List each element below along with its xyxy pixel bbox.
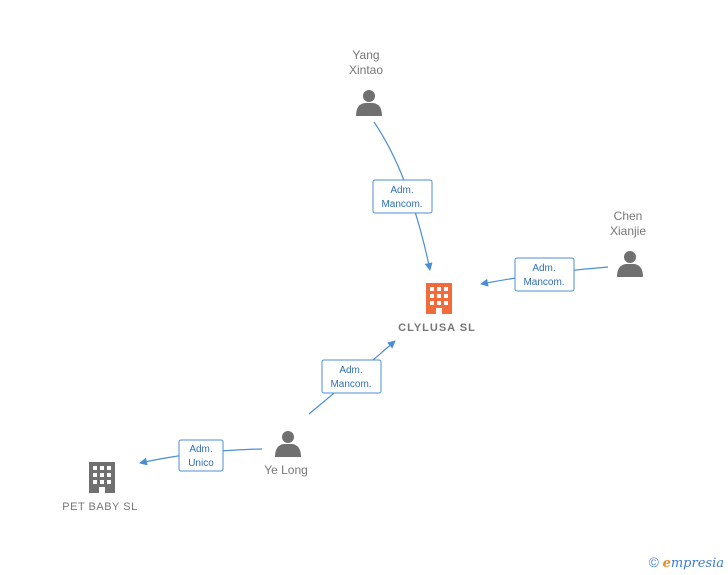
- person-icon: [617, 251, 643, 277]
- edge-label-yang-clylusa[interactable]: Adm. Mancom.: [372, 179, 433, 214]
- person-name-line1: Chen: [614, 209, 643, 223]
- company-name: CLYLUSA SL: [398, 322, 476, 334]
- company-name: PET BABY SL: [62, 501, 137, 513]
- brand-logo[interactable]: empresia: [662, 556, 724, 571]
- building-icon: [89, 462, 115, 493]
- building-icon: [426, 283, 452, 314]
- person-name: Ye Long: [264, 463, 308, 477]
- edge-label-line1: Adm.: [532, 263, 555, 274]
- edge-label-line2: Mancom.: [330, 379, 371, 390]
- edge-label-line1: Adm.: [339, 365, 362, 376]
- person-node-yang-xintao[interactable]: Yang Xintao: [349, 48, 383, 116]
- person-name-line2: Xianjie: [610, 224, 646, 238]
- person-node-ye-long[interactable]: Ye Long: [264, 431, 308, 477]
- edge-label-ye-clylusa[interactable]: Adm. Mancom.: [321, 359, 382, 394]
- edge-label-chen-clylusa[interactable]: Adm. Mancom.: [514, 257, 575, 292]
- company-node-clylusa[interactable]: CLYLUSA SL: [398, 283, 476, 334]
- edge-label-line1: Adm.: [189, 444, 212, 455]
- person-name-line2: Xintao: [349, 63, 383, 77]
- edge-label-line2: Unico: [188, 458, 214, 469]
- edge-label-line2: Mancom.: [523, 277, 564, 288]
- edge-label-line1: Adm.: [390, 185, 413, 196]
- edge-label-ye-petbaby[interactable]: Adm. Unico: [178, 439, 224, 472]
- copyright-footer: © empresia: [649, 554, 724, 571]
- company-node-pet-baby[interactable]: PET BABY SL: [62, 462, 137, 513]
- copyright-icon: ©: [648, 554, 659, 570]
- person-icon: [275, 431, 301, 457]
- person-icon: [356, 90, 382, 116]
- person-name-line1: Yang: [352, 48, 379, 62]
- edge-label-line2: Mancom.: [381, 199, 422, 210]
- person-node-chen-xianjie[interactable]: Chen Xianjie: [610, 209, 646, 277]
